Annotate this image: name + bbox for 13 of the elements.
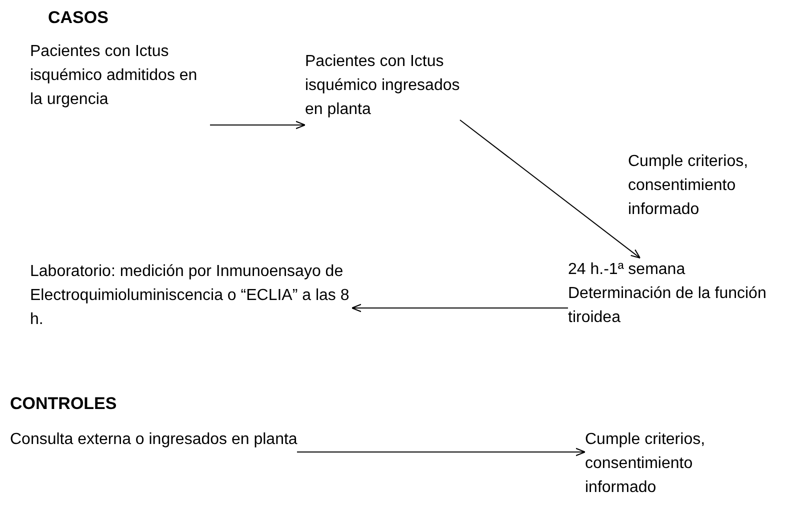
arrow [460, 120, 641, 259]
section-heading: CONTROLES [10, 393, 117, 415]
step-text: 24 h.-1ª semana Determinación de la función tiroidea [568, 260, 768, 328]
arrow [210, 120, 306, 130]
edge-label: Cumple criterios, consentimiento informado [628, 152, 750, 220]
section-heading: CASOS [48, 7, 108, 29]
step-text: Pacientes con Ictus isquémico ingresados en planta [305, 52, 460, 120]
step-text: Pacientes con Ictus isquémico admitidos en la urgencia [30, 42, 198, 110]
step-text: Laboratorio: medición por Inmunoensayo de Electroquimioluminiscencia o “ECLIA” a las 8 h. [30, 262, 350, 330]
arrow [351, 304, 568, 312]
step-text: Consulta externa o ingresados en planta [10, 430, 298, 450]
arrow [296, 448, 586, 456]
step-text: Cumple criterios, consentimiento informado [585, 430, 706, 498]
